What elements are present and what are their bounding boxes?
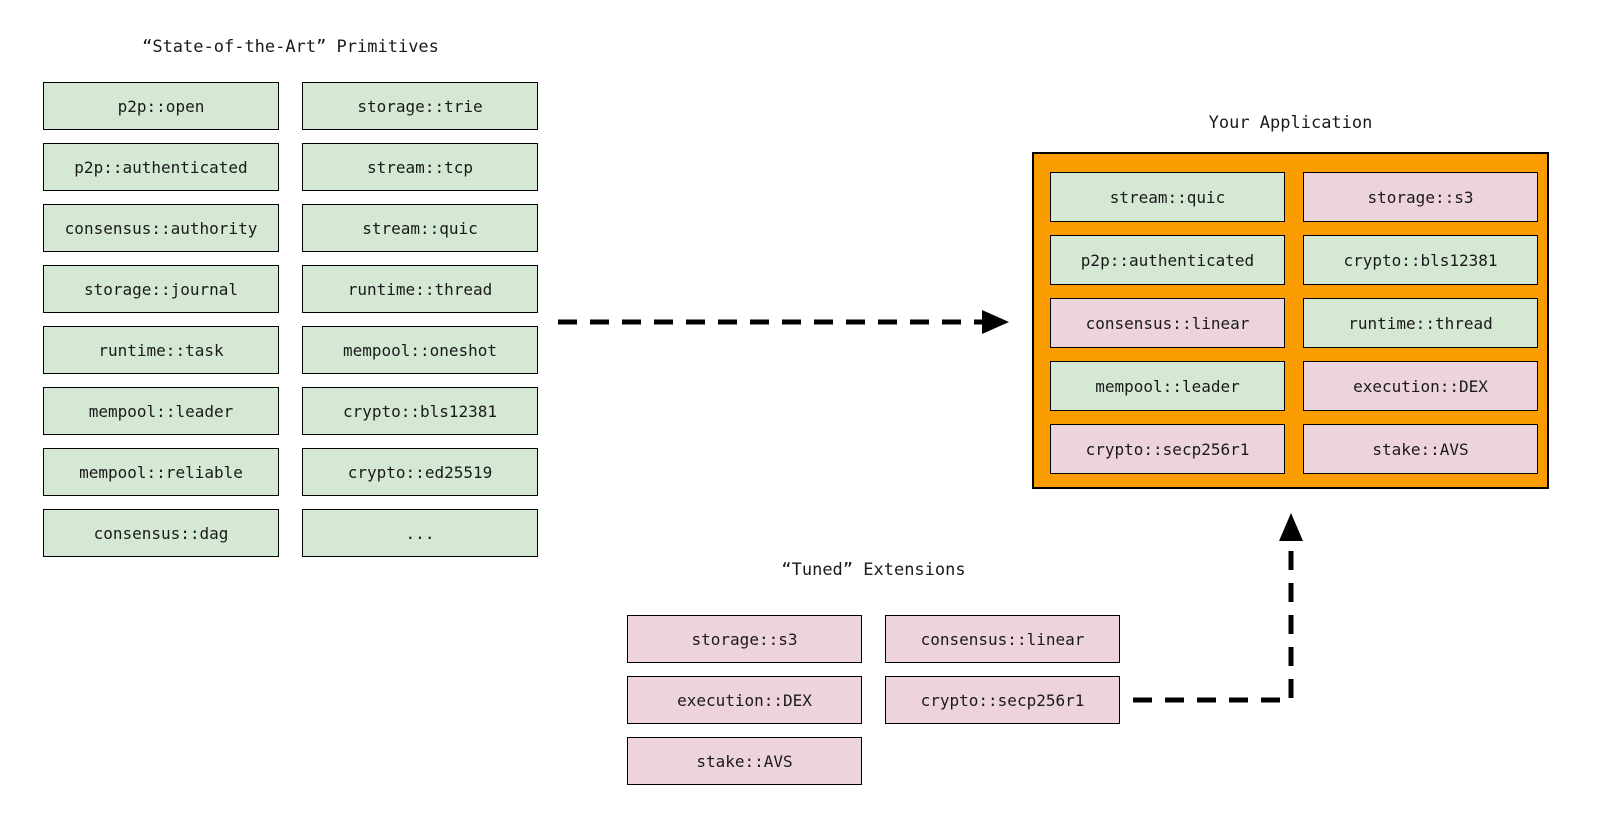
application-component-box: crypto::secp256r1: [1050, 424, 1285, 474]
primitive-box: crypto::ed25519: [302, 448, 538, 496]
primitive-box: storage::journal: [43, 265, 279, 313]
primitive-box: mempool::reliable: [43, 448, 279, 496]
primitive-box: storage::trie: [302, 82, 538, 130]
primitives-to-application-arrow: [558, 310, 1009, 334]
extension-box: consensus::linear: [885, 615, 1120, 663]
primitive-box: mempool::oneshot: [302, 326, 538, 374]
application-component-box: consensus::linear: [1050, 298, 1285, 348]
application-component-box: runtime::thread: [1303, 298, 1538, 348]
arrow-up-head-icon: [1279, 513, 1303, 541]
primitive-box: p2p::authenticated: [43, 143, 279, 191]
extensions-panel-title: “Tuned” Extensions: [781, 560, 966, 580]
primitive-box: ...: [302, 509, 538, 557]
application-component-box: p2p::authenticated: [1050, 235, 1285, 285]
extension-box: storage::s3: [627, 615, 862, 663]
arrow-right-head-icon: [982, 310, 1009, 334]
application-component-box: mempool::leader: [1050, 361, 1285, 411]
application-component-box: storage::s3: [1303, 172, 1538, 222]
extensions-to-application-arrow: [1133, 513, 1303, 703]
application-panel-title: Your Application: [1208, 113, 1373, 133]
application-component-box: crypto::bls12381: [1303, 235, 1538, 285]
primitive-box: runtime::thread: [302, 265, 538, 313]
primitive-box: crypto::bls12381: [302, 387, 538, 435]
primitive-box: stream::quic: [302, 204, 538, 252]
extension-box: execution::DEX: [627, 676, 862, 724]
primitive-box: stream::tcp: [302, 143, 538, 191]
primitive-box: p2p::open: [43, 82, 279, 130]
extension-box: crypto::secp256r1: [885, 676, 1120, 724]
application-component-box: stake::AVS: [1303, 424, 1538, 474]
primitive-box: consensus::authority: [43, 204, 279, 252]
primitive-box: consensus::dag: [43, 509, 279, 557]
primitive-box: mempool::leader: [43, 387, 279, 435]
application-component-box: stream::quic: [1050, 172, 1285, 222]
primitives-panel-title: “State-of-the-Art” Primitives: [142, 37, 439, 57]
primitive-box: runtime::task: [43, 326, 279, 374]
application-component-box: execution::DEX: [1303, 361, 1538, 411]
extension-box: stake::AVS: [627, 737, 862, 785]
